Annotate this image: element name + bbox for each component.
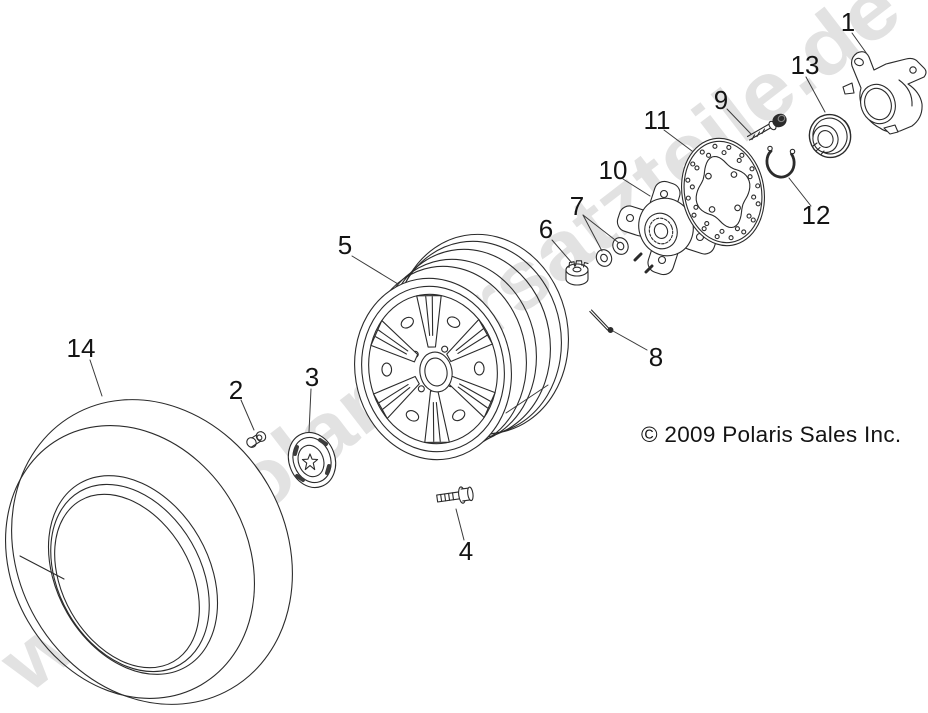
snap-ring-drawing [765, 145, 796, 179]
center-cap-drawing [287, 431, 337, 489]
callout-6-castle-nut: 6 [538, 214, 554, 244]
callout-4-wheel-bolt: 4 [458, 536, 474, 566]
callout-9-disc-screw: 9 [713, 85, 729, 115]
callout-1-steering-knuckle: 1 [840, 7, 856, 37]
hub-drawing [616, 180, 718, 276]
callout-7-washers: 7 [569, 191, 585, 221]
leader-line-7 [582, 214, 620, 244]
leader-line-3 [308, 388, 312, 433]
cotter-pin-drawing [589, 309, 614, 333]
leader-line-7 [582, 214, 603, 252]
callout-8-cotter-pin: 8 [648, 342, 664, 372]
leader-line-12 [788, 177, 812, 207]
leader-line-8 [612, 330, 648, 351]
tire-drawing [5, 399, 293, 705]
leader-line-2 [240, 399, 255, 431]
callout-11-brake-disc: 11 [643, 105, 671, 135]
brake-disc-drawing [680, 137, 766, 247]
castle-nut-drawing [565, 260, 589, 286]
callout-3-center-cap: 3 [304, 362, 320, 392]
leader-line-1 [851, 32, 868, 55]
disc-screw-drawing [746, 113, 787, 141]
leader-line-9 [726, 108, 752, 135]
callout-14-tire: 14 [66, 333, 96, 363]
bearing-drawing [808, 113, 852, 159]
valve-stem-drawing [246, 431, 267, 448]
wheel-bolt-drawing [436, 486, 474, 504]
callout-13-bearing: 13 [790, 50, 820, 80]
knuckle-drawing [842, 51, 927, 135]
callout-10-wheel-hub: 10 [598, 155, 628, 185]
callout-12-snap-ring: 12 [801, 200, 831, 230]
leader-line-11 [663, 129, 693, 152]
copyright-text: © 2009 Polaris Sales Inc. [641, 422, 902, 447]
callout-2-valve-stem: 2 [228, 375, 244, 405]
leader-line-5 [351, 255, 399, 285]
leader-line-6 [551, 239, 573, 264]
leader-line-5 [505, 384, 549, 414]
leader-line-13 [805, 76, 826, 113]
leader-line-14 [89, 359, 103, 397]
leader-line-10 [622, 178, 651, 197]
leader-line-4 [455, 508, 465, 541]
leader-lines [89, 32, 868, 541]
rim-drawing [354, 233, 570, 461]
washers-drawing [595, 237, 629, 267]
callout-5-rim: 5 [337, 230, 353, 260]
